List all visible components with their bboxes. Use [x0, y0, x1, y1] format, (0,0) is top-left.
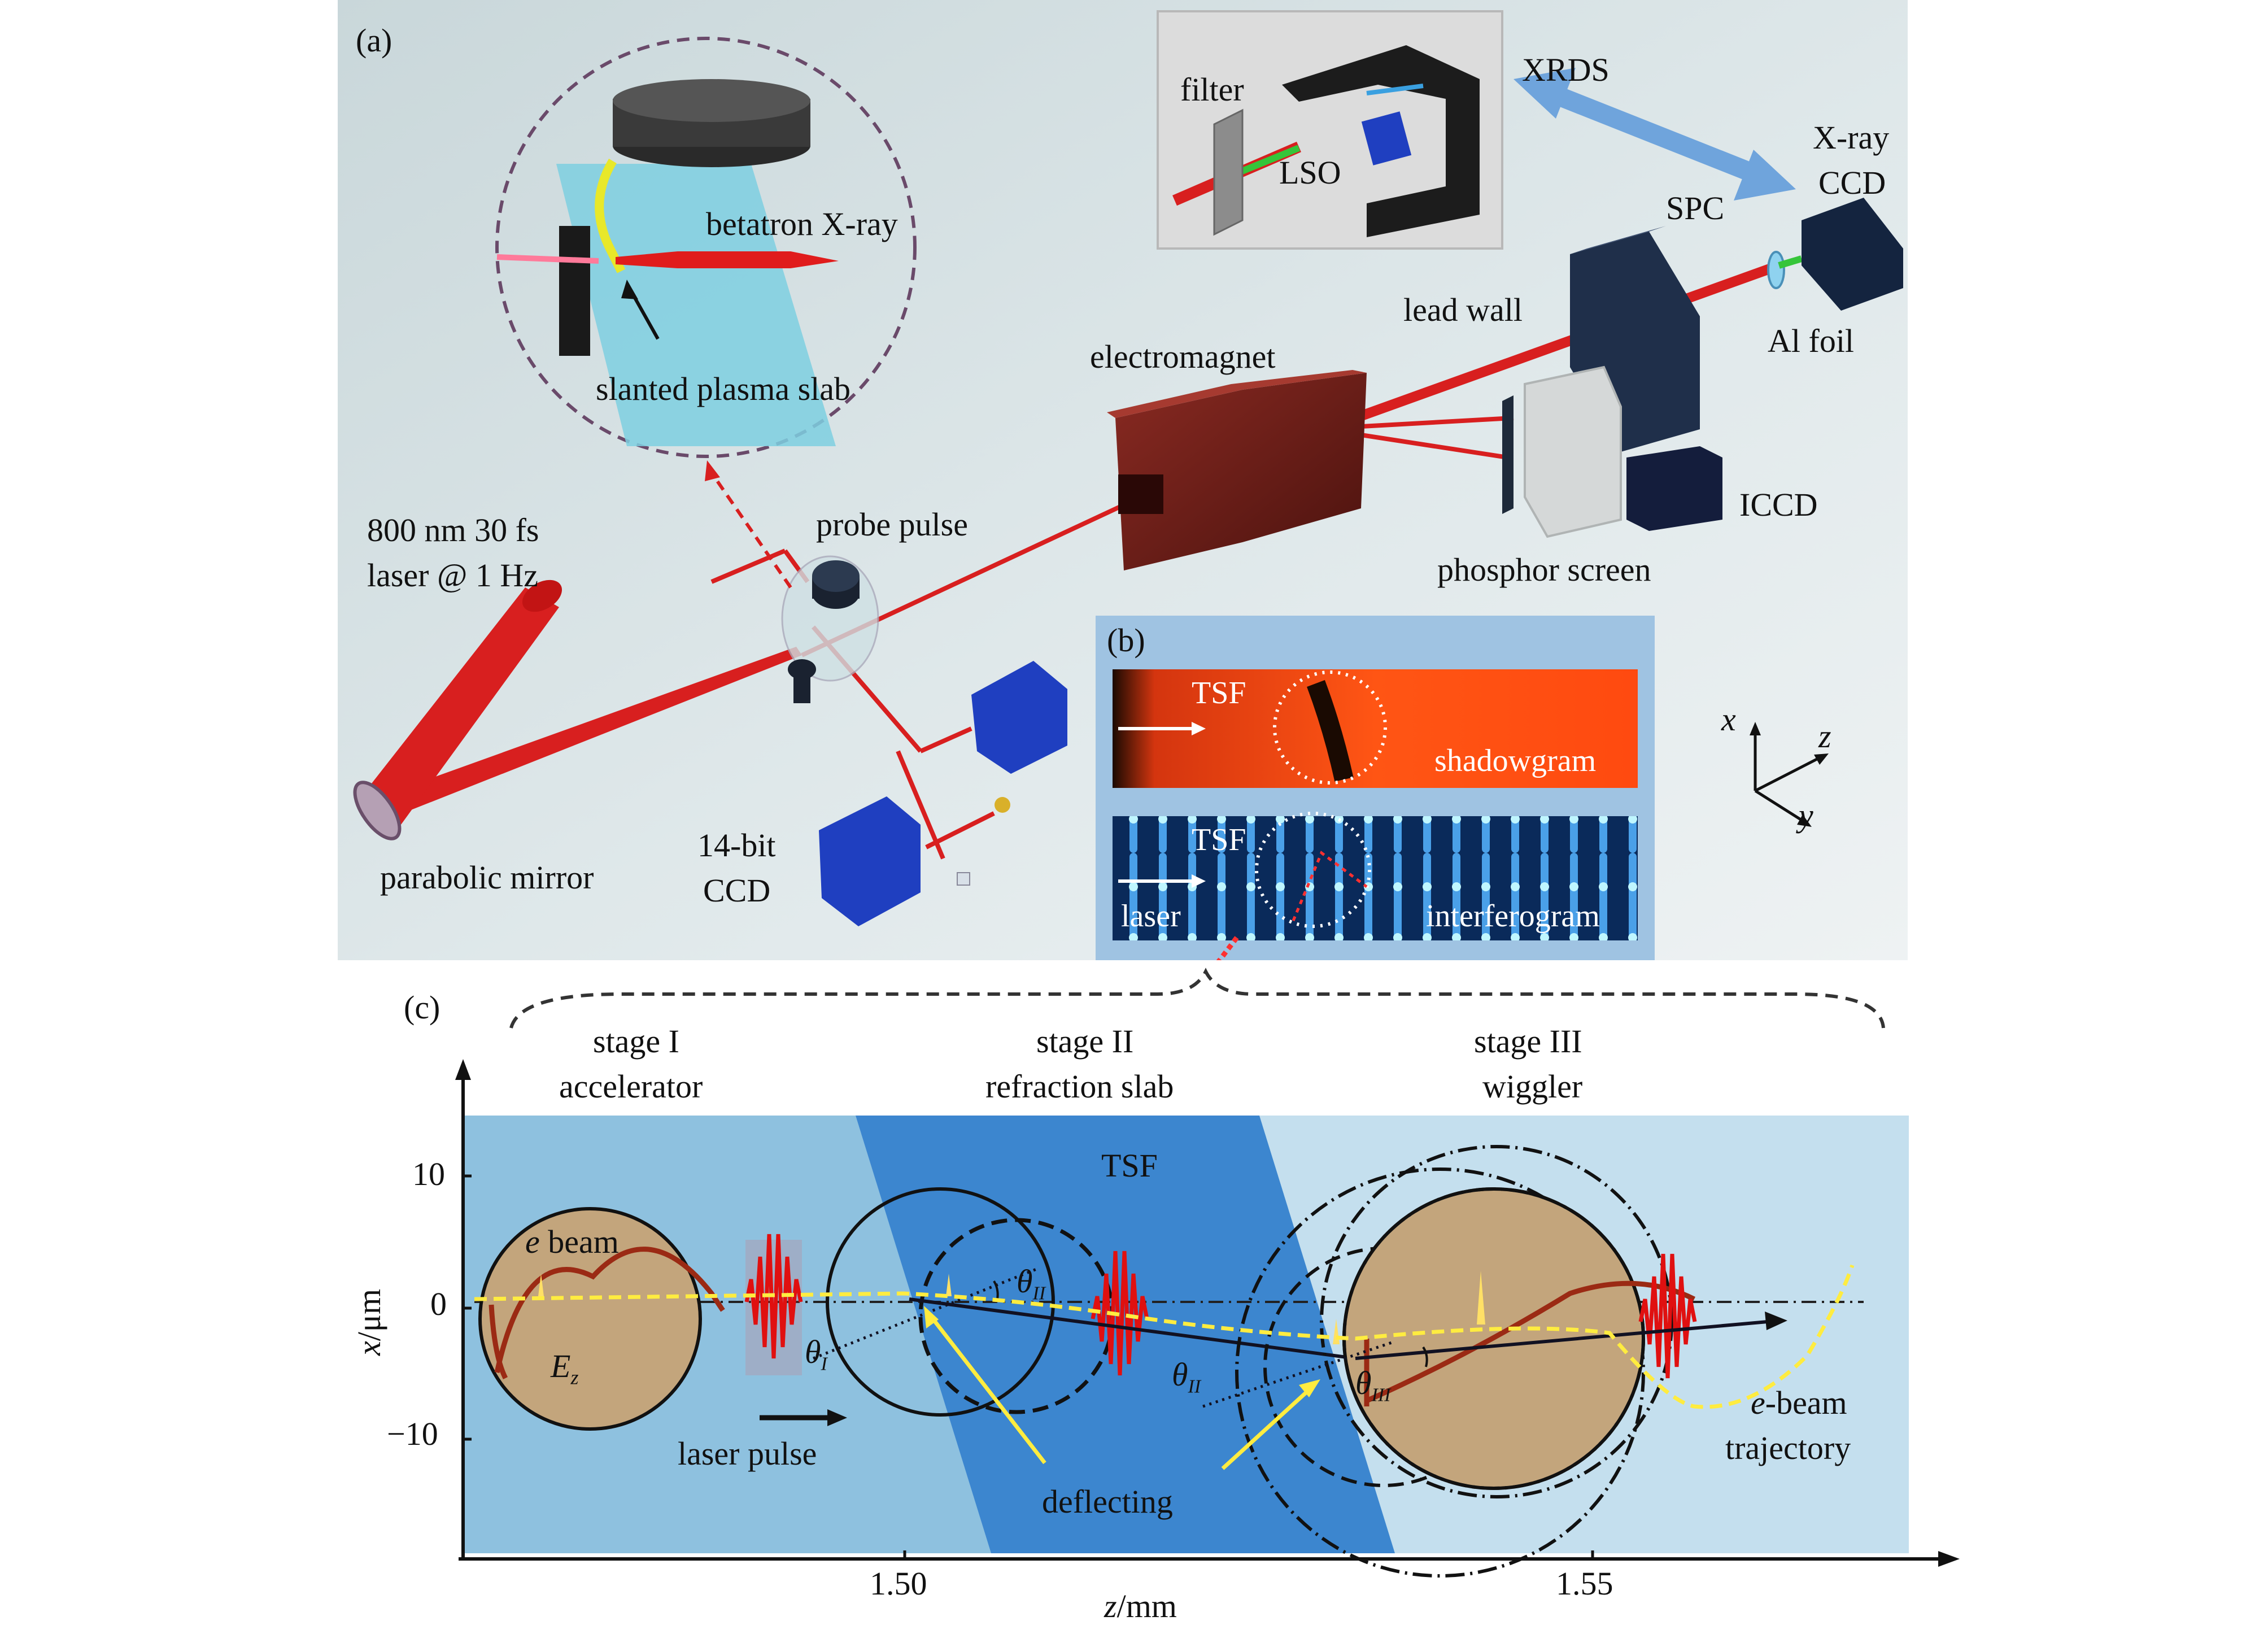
shadowgram-label: shadowgram	[1434, 743, 1597, 778]
interferogram-image	[1113, 816, 1638, 940]
theta-II-label-lower: θII	[1172, 1356, 1201, 1397]
betatron-label: betatron X-ray	[706, 206, 898, 242]
stage-III-title: stage III	[1474, 1023, 1582, 1060]
phosphor-screen-plate	[1502, 395, 1514, 514]
slanted-slab-label: slanted plasma slab	[596, 371, 851, 407]
stage-III-subtitle: wiggler	[1482, 1068, 1583, 1105]
xtick-155: 1.55	[1556, 1565, 1613, 1602]
stage-II-title: stage II	[1036, 1023, 1134, 1060]
al-foil-disc	[1767, 251, 1785, 289]
tsf-top-label: TSF	[1192, 676, 1246, 711]
lso-label: LSO	[1279, 154, 1341, 191]
filter-plate	[1213, 108, 1244, 236]
ccd14-camera	[819, 796, 921, 926]
trajectory-label-line2: trajectory	[1725, 1430, 1851, 1466]
axis3d-z-label: z	[1818, 718, 1831, 755]
main-laser-beam	[373, 647, 802, 816]
zoom-arrow	[711, 473, 792, 589]
ytick-10: 10	[412, 1156, 445, 1192]
iccd-label: ICCD	[1739, 486, 1818, 523]
ytick-minus10: −10	[387, 1415, 438, 1452]
axis3d-y-label: y	[1799, 797, 1813, 834]
laser-pulse-I	[744, 1234, 803, 1375]
xray-ccd-label-line2: CCD	[1818, 164, 1886, 201]
region-refraction-slab	[856, 1116, 1395, 1553]
al-foil-label: Al foil	[1768, 323, 1855, 359]
panel-a-label: (a)	[356, 22, 392, 59]
e-beam-label: e beam	[525, 1223, 619, 1260]
e-beam-trajectory-curve	[474, 1264, 1855, 1409]
bubble-stage-I	[478, 1207, 702, 1431]
betatron-beam	[616, 251, 839, 268]
laser-pulse-III	[1638, 1253, 1697, 1379]
ccd14-label-line1: 14-bit	[697, 827, 776, 864]
axis3d-x-label: x	[1721, 701, 1736, 738]
electromagnet-label: electromagnet	[1090, 338, 1276, 375]
xray-ccd-box	[1802, 198, 1903, 311]
lso-holder	[1282, 45, 1480, 237]
laser-pulse-label: laser pulse	[678, 1435, 817, 1472]
incoming-laser	[361, 587, 559, 825]
stage-brace	[509, 968, 1885, 1029]
x-axis-label: z/mm	[1104, 1588, 1177, 1624]
y-axis-label: x/μm	[351, 1288, 387, 1356]
phosphor-screen-label: phosphor screen	[1437, 551, 1651, 588]
parabolic-mirror-shape	[353, 781, 402, 840]
iccd-camera	[1626, 446, 1722, 531]
inset-b	[1096, 616, 1655, 960]
probe-camera-1	[971, 661, 1067, 774]
tsf-bottom-label: TSF	[1192, 822, 1246, 857]
magnified-inset	[495, 37, 917, 458]
panel-b-label: (b)	[1107, 622, 1145, 659]
ez-label: Ez	[551, 1348, 579, 1389]
stage-II-subtitle: refraction slab	[985, 1068, 1174, 1105]
ccd14-label-line2: CCD	[703, 872, 771, 909]
laser-pulse-II	[1091, 1251, 1149, 1376]
xrds-label: XRDS	[1522, 51, 1610, 88]
theta-I-label: θI	[805, 1334, 827, 1375]
nozzle-blade	[559, 226, 590, 356]
axes-3d	[1750, 722, 1829, 827]
interferogram-label: interferogram	[1426, 899, 1600, 934]
deflecting-label: deflecting	[1042, 1483, 1173, 1520]
xtick-150: 1.50	[870, 1565, 927, 1602]
electromagnet-body	[1115, 373, 1367, 570]
probe-pulse-label: probe pulse	[816, 506, 968, 543]
laser-spec-line1: 800 nm 30 fs	[367, 512, 539, 548]
stage-I-subtitle: accelerator	[559, 1068, 703, 1105]
panel-c-label: (c)	[404, 989, 440, 1026]
laser-label-b: laser	[1121, 899, 1181, 934]
filter-label: filter	[1180, 71, 1244, 108]
tsf-label-c: TSF	[1101, 1147, 1158, 1184]
laser-spec-line2: laser @ 1 Hz	[367, 557, 539, 594]
lso-crystal	[1361, 111, 1412, 165]
spc-label: SPC	[1666, 190, 1725, 226]
theta-II-label-upper: θII	[1017, 1263, 1046, 1304]
ytick-0: 0	[430, 1286, 447, 1322]
trajectory-label-line1: e-beam	[1751, 1384, 1847, 1421]
xray-ccd-label-line1: X-ray	[1813, 119, 1890, 156]
theta-III-label: θIII	[1355, 1365, 1391, 1406]
plasma-slab	[556, 164, 836, 446]
bubble-stage-II	[826, 1187, 1055, 1417]
parabolic-mirror-label: parabolic mirror	[380, 859, 594, 896]
lead-wall-label: lead wall	[1403, 291, 1523, 328]
stage-I-title: stage I	[593, 1023, 679, 1060]
